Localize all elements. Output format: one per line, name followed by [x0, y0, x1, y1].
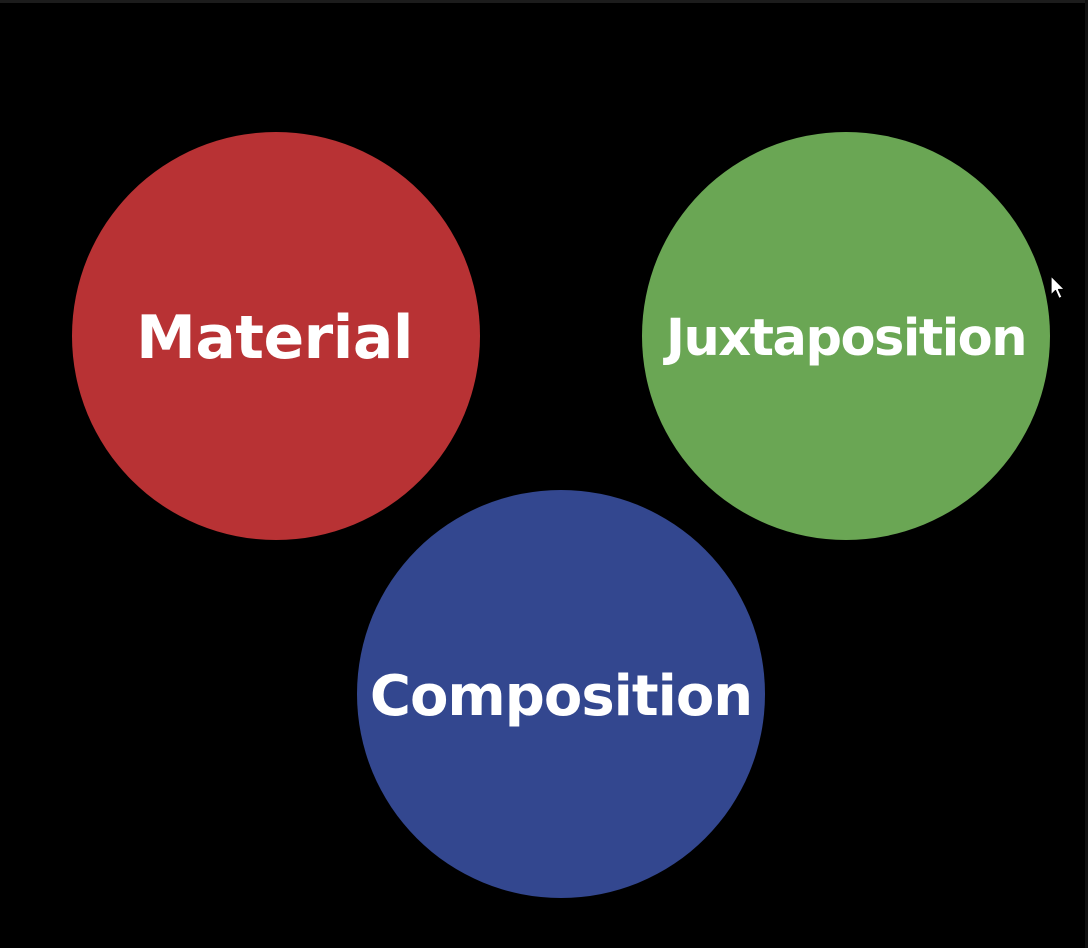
circle-composition: Composition	[357, 490, 765, 898]
top-edge-divider	[0, 0, 1088, 3]
right-edge-divider	[1085, 0, 1088, 948]
circle-juxtaposition: Juxtaposition	[642, 132, 1050, 540]
arrow-cursor-icon	[1050, 275, 1066, 300]
circle-material: Material	[72, 132, 480, 540]
circle-label-material: Material	[136, 303, 413, 373]
circle-label-composition: Composition	[369, 663, 753, 729]
circle-label-juxtaposition: Juxtaposition	[665, 308, 1028, 368]
